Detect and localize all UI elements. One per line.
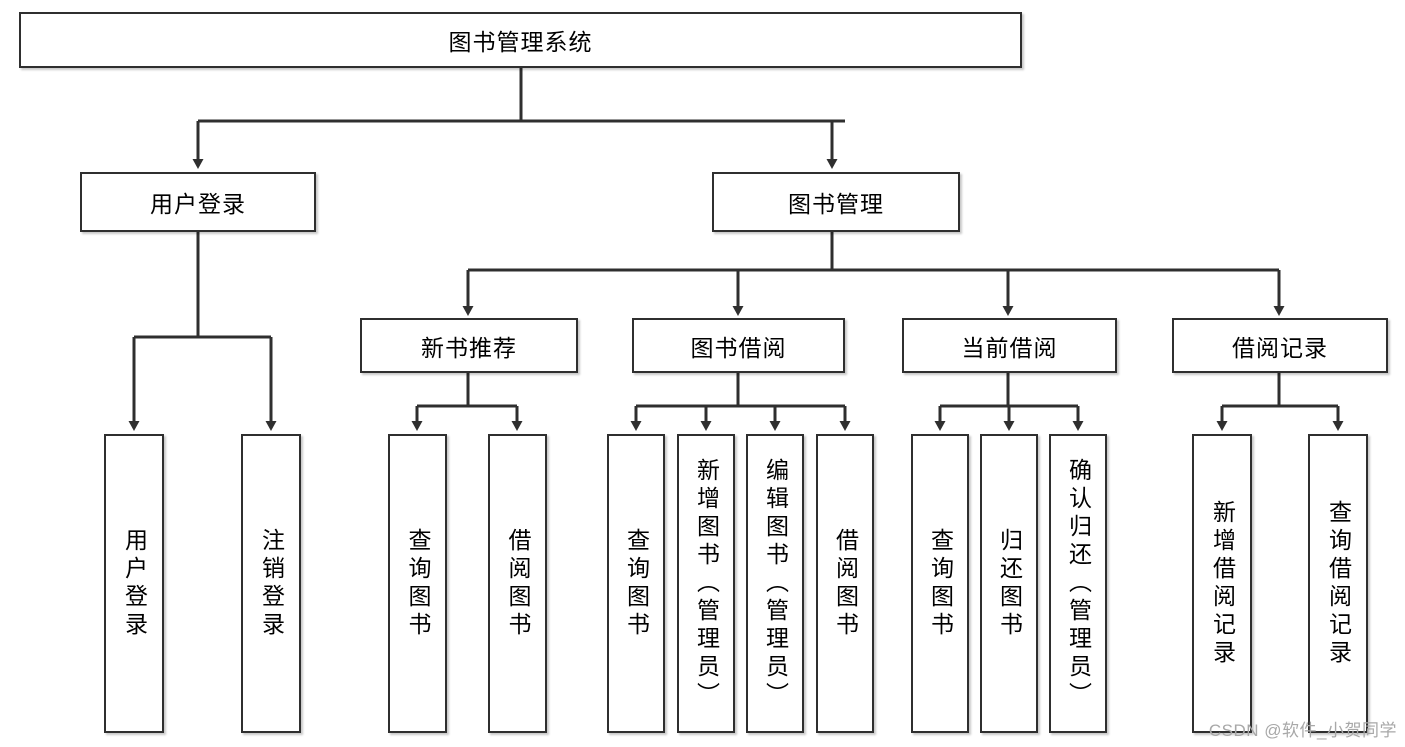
node-new-book-rec[interactable]: 新书推荐 (360, 318, 578, 373)
node-leaf-borrow-book-1-label: 借阅图书 (505, 527, 531, 640)
node-leaf-query-book-3-label: 查询图书 (927, 527, 954, 640)
node-new-book-rec-label: 新书推荐 (421, 334, 517, 361)
node-leaf-user-login-label: 用户登录 (121, 527, 148, 640)
node-book-borrow-label: 图书借阅 (690, 334, 787, 361)
node-leaf-borrow-book-2-label: 借阅图书 (832, 527, 859, 640)
node-leaf-query-book-1-label: 查询图书 (405, 527, 431, 640)
node-leaf-user-login[interactable]: 用户登录 (104, 434, 164, 733)
node-user-login[interactable]: 用户登录 (80, 172, 316, 232)
node-borrow-record-label: 借阅记录 (1232, 334, 1328, 361)
node-leaf-query-record-label: 查询借阅记录 (1325, 499, 1352, 668)
node-book-manage-label: 图书管理 (788, 191, 884, 217)
node-leaf-borrow-book-2[interactable]: 借阅图书 (816, 434, 874, 733)
node-current-borrow[interactable]: 当前借阅 (902, 318, 1117, 373)
node-leaf-query-book-1[interactable]: 查询图书 (388, 434, 447, 733)
node-leaf-query-book-2-label: 查询图书 (623, 527, 650, 640)
node-leaf-add-record-label: 新增借阅记录 (1209, 499, 1236, 668)
node-leaf-add-book-label: 新增图书（管理员） (693, 457, 720, 710)
node-leaf-add-record[interactable]: 新增借阅记录 (1192, 434, 1252, 733)
node-leaf-edit-book-label: 编辑图书（管理员） (762, 457, 789, 710)
node-borrow-record[interactable]: 借阅记录 (1172, 318, 1388, 373)
node-leaf-logout-label: 注销登录 (258, 527, 285, 640)
node-book-manage[interactable]: 图书管理 (712, 172, 960, 232)
node-root-label: 图书管理系统 (448, 29, 593, 55)
node-leaf-return-book-label: 归还图书 (996, 527, 1023, 640)
node-leaf-query-record[interactable]: 查询借阅记录 (1308, 434, 1368, 733)
node-leaf-logout[interactable]: 注销登录 (241, 434, 301, 733)
node-leaf-confirm-return-label: 确认归还（管理员） (1065, 457, 1092, 710)
node-leaf-borrow-book-1[interactable]: 借阅图书 (488, 434, 547, 733)
node-leaf-return-book[interactable]: 归还图书 (980, 434, 1038, 733)
node-root[interactable]: 图书管理系统 (19, 12, 1022, 68)
node-user-login-label: 用户登录 (150, 191, 246, 217)
node-current-borrow-label: 当前借阅 (961, 334, 1058, 361)
watermark: CSDN @软件_小贺同学 (1208, 721, 1397, 740)
node-leaf-query-book-3[interactable]: 查询图书 (911, 434, 969, 733)
node-book-borrow[interactable]: 图书借阅 (632, 318, 845, 373)
node-leaf-confirm-return[interactable]: 确认归还（管理员） (1049, 434, 1107, 733)
node-leaf-query-book-2[interactable]: 查询图书 (607, 434, 665, 733)
node-leaf-edit-book[interactable]: 编辑图书（管理员） (746, 434, 804, 733)
node-leaf-add-book[interactable]: 新增图书（管理员） (677, 434, 735, 733)
